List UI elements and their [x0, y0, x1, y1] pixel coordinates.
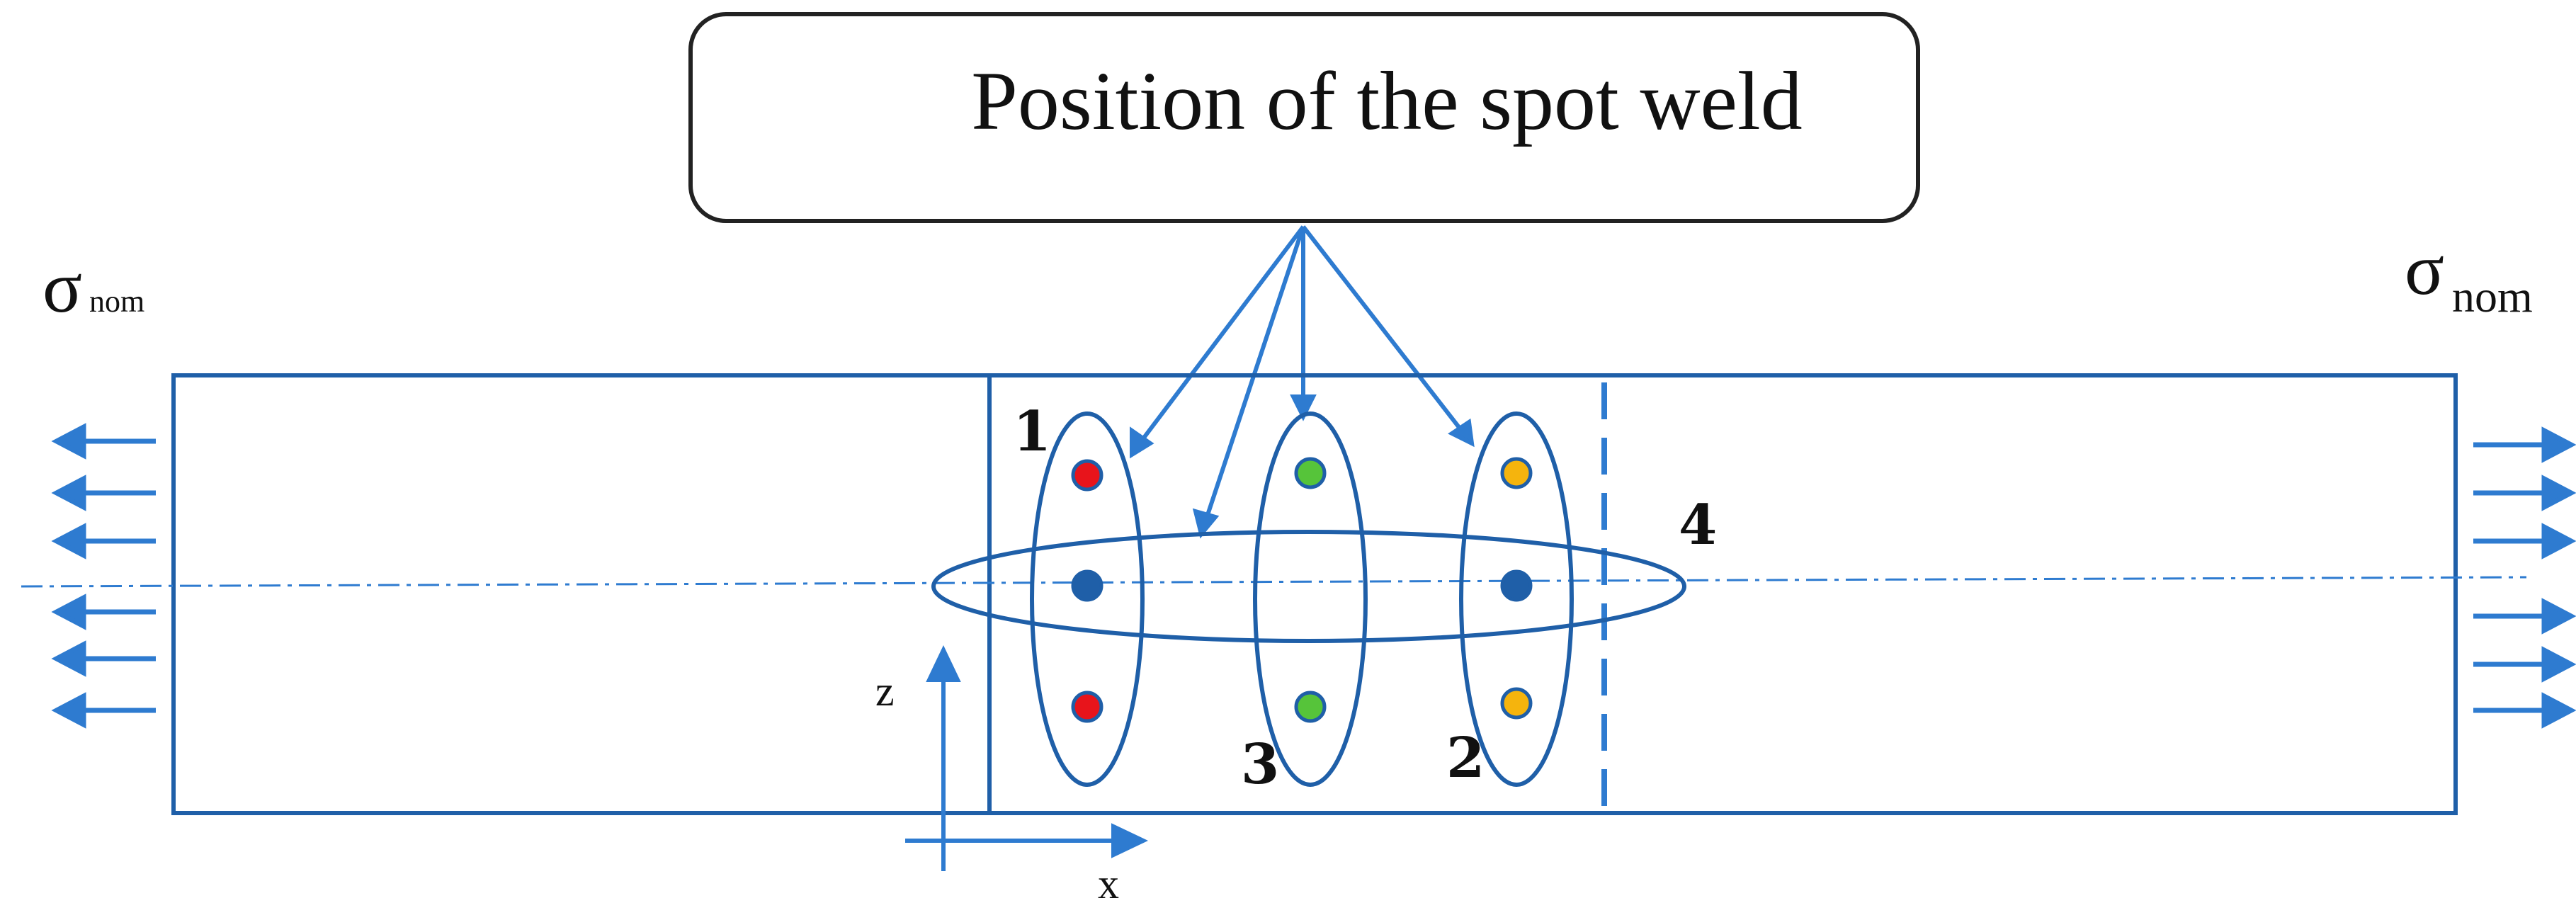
spot-weld-red: [1071, 691, 1103, 723]
pointer-arrowhead-3: [1290, 394, 1317, 421]
spot-weld-green: [1294, 457, 1327, 489]
load-arrows-left: [51, 423, 156, 729]
arrow-left-icon: [51, 523, 86, 560]
callout-text: Position of the spot weld: [971, 55, 1802, 147]
arrow-right-icon: [2541, 523, 2576, 560]
coordinate-axes: [905, 645, 1148, 871]
specimen-plate: [171, 373, 2458, 815]
group-1-ellipse: [1030, 411, 1145, 787]
arrow-right-icon: [2541, 692, 2576, 729]
group-label-4: 4: [1679, 493, 1717, 557]
callout-frame: [688, 12, 1920, 223]
sigma-subscript-left: nom: [89, 284, 144, 319]
arrow-left-icon: [51, 423, 86, 460]
arrow-right-icon: [2541, 598, 2576, 635]
spot-weld-blue: [1500, 569, 1533, 602]
pointer-arrow-group-1: [1140, 225, 1305, 442]
arrow-left-icon: [51, 692, 86, 729]
x-axis-label: x: [1098, 861, 1119, 907]
spot-weld-green: [1294, 691, 1327, 723]
arrow-right-icon: [2541, 426, 2576, 463]
z-axis-arrowhead-icon: [926, 645, 961, 682]
pointer-arrow-group-4: [1205, 226, 1305, 518]
spot-welds: [1071, 457, 1533, 723]
group-label-1: 1: [1013, 399, 1051, 464]
spot-weld-red: [1071, 459, 1103, 492]
group-4-ellipse: [931, 530, 1686, 643]
sigma-subscript-right: nom: [2452, 271, 2533, 322]
group-2-ellipse: [1459, 411, 1574, 787]
z-axis-label: z: [875, 668, 895, 715]
sigma-symbol-left: σ: [42, 246, 82, 328]
group-label-2: 2: [1446, 726, 1485, 790]
group-3-ellipse: [1253, 411, 1368, 787]
stress-label-left: σ nom: [42, 246, 144, 328]
arrow-left-icon: [51, 640, 86, 677]
arrow-right-icon: [2541, 475, 2576, 511]
pointer-arrow-group-2: [1301, 225, 1463, 431]
callout-box: Position of the spot weld: [688, 12, 1920, 223]
arrow-left-icon: [51, 594, 86, 630]
sigma-symbol-right: σ: [2405, 229, 2444, 310]
pointer-arrowhead-2: [1448, 418, 1475, 448]
centerline: [21, 576, 2527, 588]
arrow-right-icon: [2541, 646, 2576, 683]
arrow-left-icon: [51, 475, 86, 511]
load-arrows-right: [2473, 426, 2576, 729]
x-axis-arrowhead-icon: [1111, 823, 1148, 858]
pointer-arrowhead-4: [1192, 508, 1220, 539]
spot-weld-orange: [1500, 687, 1533, 720]
pointer-arrowhead-1: [1130, 426, 1154, 459]
spot-weld-blue: [1071, 569, 1103, 602]
stress-label-right: σ nom: [2405, 229, 2533, 322]
callout-pointers: [1130, 225, 1475, 539]
group-label-3: 3: [1241, 732, 1279, 797]
spot-weld-orange: [1500, 457, 1533, 489]
